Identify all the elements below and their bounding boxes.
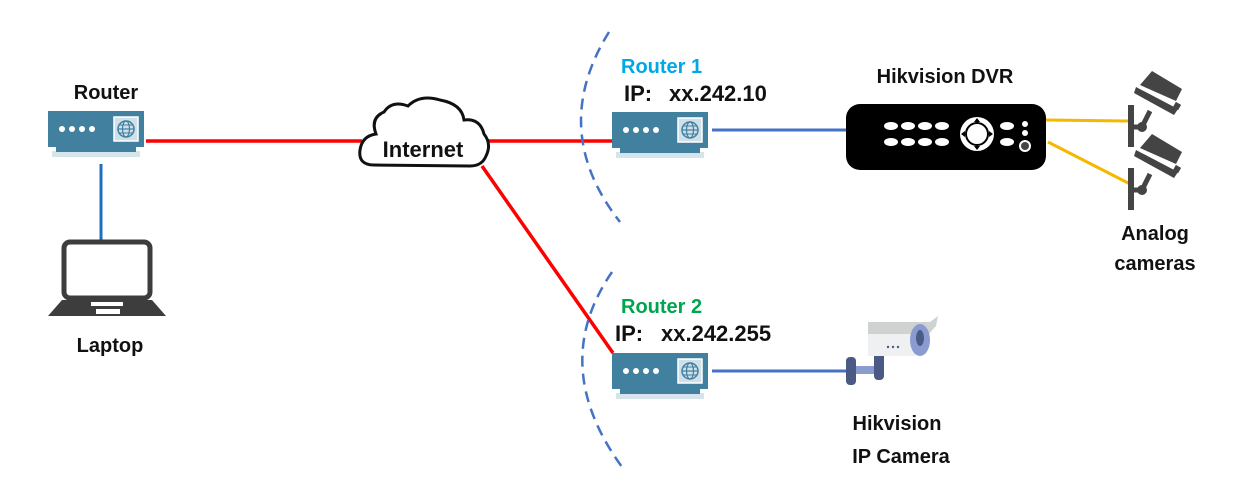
router-1-ip: xx.242.10 — [669, 81, 767, 106]
hikvision-dvr: Hikvision DVR — [846, 66, 1046, 170]
router-2-ip: xx.242.255 — [661, 321, 771, 346]
router-icon — [47, 110, 145, 158]
link-internet-router2 — [480, 164, 615, 355]
laptop-label: Laptop — [77, 335, 144, 357]
local-router-label: Router — [74, 82, 139, 104]
analog-cameras-label-line1: Analog — [1121, 223, 1189, 245]
router-1: Router 1 IP: xx.242.10 — [611, 56, 767, 159]
analog-camera-icon — [1128, 134, 1182, 210]
internet-label: Internet — [383, 137, 464, 162]
router-icon — [611, 352, 709, 400]
dvr-label: Hikvision DVR — [877, 66, 1014, 88]
internet-cloud: Internet — [358, 96, 491, 168]
local-router: Router — [47, 82, 145, 158]
analog-cameras: Analog cameras — [1114, 71, 1196, 275]
ip-camera-label-line1: Hikvision — [853, 413, 942, 435]
ip-camera-label-line2: IP Camera — [852, 446, 950, 468]
laptop: Laptop — [48, 239, 166, 357]
router-2: Router 2 IP: xx.242.255 — [611, 296, 771, 400]
dvr-icon — [846, 104, 1046, 170]
router-icon — [611, 111, 709, 159]
ip-camera-icon — [846, 316, 938, 385]
laptop-icon — [48, 239, 166, 316]
router-1-label: Router 1 — [621, 56, 702, 78]
link-dvr-analog-cam-2 — [1047, 140, 1133, 187]
analog-camera-icon — [1128, 71, 1182, 147]
analog-cameras-label-line2: cameras — [1114, 253, 1195, 275]
router-2-label: Router 2 — [621, 296, 702, 318]
network-boundary-arc-1 — [579, 31, 621, 223]
cloud-icon — [358, 96, 491, 168]
router-2-ip-prefix: IP: — [615, 321, 643, 346]
router-1-ip-prefix: IP: — [624, 81, 652, 106]
link-dvr-analog-cam-1 — [1045, 118, 1129, 123]
network-boundary-arc-2 — [581, 271, 624, 468]
hikvision-ip-camera: Hikvision IP Camera — [846, 316, 951, 468]
